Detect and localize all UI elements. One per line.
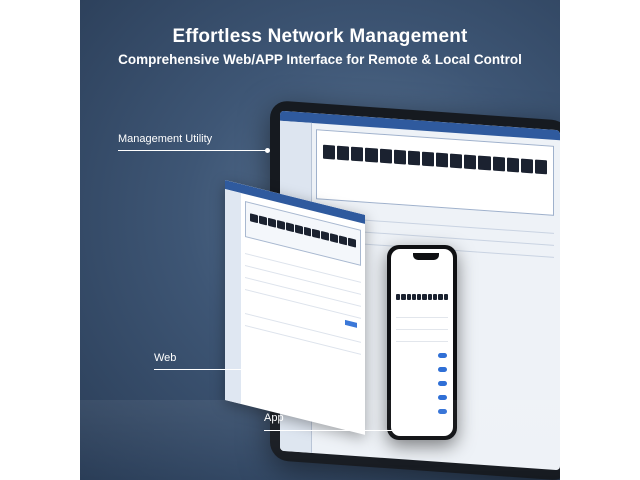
web-port-strip bbox=[250, 213, 357, 248]
port-icon bbox=[337, 145, 350, 161]
floor-reflection bbox=[80, 400, 560, 480]
port-icon bbox=[421, 151, 434, 167]
product-banner: Effortless Network Management Comprehens… bbox=[80, 0, 560, 480]
port-icon bbox=[285, 222, 294, 233]
port-icon bbox=[407, 150, 420, 166]
port-icon bbox=[464, 154, 477, 170]
callout-app: App bbox=[264, 412, 284, 424]
toggle-icon bbox=[438, 409, 447, 414]
toggle-icon bbox=[438, 395, 447, 400]
callout-line bbox=[264, 430, 412, 431]
port-icon bbox=[379, 148, 392, 164]
callout-web: Web bbox=[154, 352, 177, 364]
phone-device bbox=[387, 245, 457, 440]
web-apply-button bbox=[345, 319, 357, 328]
port-icon bbox=[393, 149, 406, 165]
port-icon bbox=[323, 144, 336, 160]
port-icon bbox=[294, 224, 303, 235]
port-icon bbox=[303, 226, 312, 237]
port-icon bbox=[438, 294, 443, 300]
port-icon bbox=[478, 155, 491, 171]
port-icon bbox=[436, 152, 449, 168]
list-item bbox=[396, 321, 448, 330]
toggle-icon bbox=[438, 353, 447, 358]
port-icon bbox=[417, 294, 422, 300]
port-icon bbox=[365, 147, 378, 163]
phone-notch bbox=[413, 253, 439, 260]
port-icon bbox=[312, 228, 321, 239]
port-icon bbox=[339, 235, 348, 246]
port-icon bbox=[396, 294, 401, 300]
banner-title: Effortless Network Management bbox=[172, 26, 468, 47]
port-icon bbox=[321, 231, 330, 242]
switch-panel bbox=[316, 129, 554, 216]
port-icon bbox=[276, 219, 285, 230]
port-icon bbox=[330, 233, 339, 244]
toggle-icon bbox=[438, 367, 447, 372]
port-icon bbox=[258, 215, 267, 226]
port-icon bbox=[520, 158, 533, 174]
callout-dot bbox=[410, 428, 415, 433]
port-icon bbox=[406, 294, 411, 300]
app-port-strip bbox=[396, 294, 448, 300]
app-screen bbox=[391, 249, 453, 436]
port-icon bbox=[427, 294, 433, 300]
port-icon bbox=[411, 294, 417, 300]
port-strip bbox=[323, 144, 547, 175]
list-item bbox=[396, 309, 448, 318]
port-icon bbox=[422, 294, 427, 300]
port-icon bbox=[348, 237, 357, 248]
callout-dot bbox=[301, 367, 306, 372]
port-icon bbox=[506, 157, 519, 173]
port-icon bbox=[250, 213, 258, 224]
port-icon bbox=[534, 159, 547, 175]
banner-subtitle: Comprehensive Web/APP Interface for Remo… bbox=[118, 52, 522, 67]
toggle-icon bbox=[438, 381, 447, 386]
port-icon bbox=[443, 294, 448, 300]
port-icon bbox=[450, 153, 463, 169]
callout-line bbox=[118, 150, 266, 151]
port-icon bbox=[401, 294, 406, 300]
callout-dot bbox=[265, 148, 270, 153]
callout-line bbox=[154, 369, 302, 370]
web-interface-window bbox=[225, 180, 365, 435]
port-icon bbox=[267, 217, 276, 228]
callout-management-utility: Management Utility bbox=[118, 133, 213, 145]
port-icon bbox=[433, 294, 438, 300]
port-icon bbox=[492, 156, 505, 172]
port-icon bbox=[351, 146, 364, 162]
list-item bbox=[396, 333, 448, 342]
web-sidebar bbox=[225, 189, 241, 404]
